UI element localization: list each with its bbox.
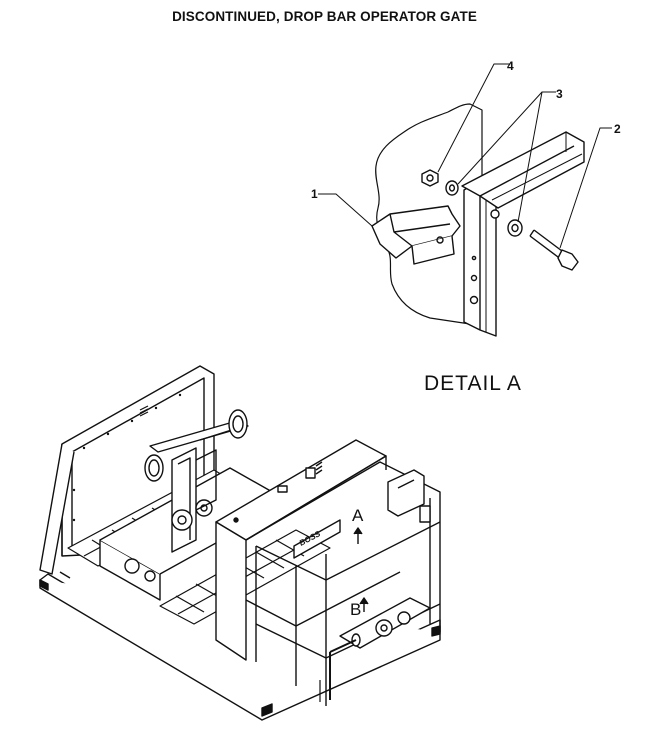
view-marker-b: B [350, 600, 361, 619]
arm-disc-right [228, 409, 248, 439]
lower-gear-2 [397, 611, 411, 625]
callout-3: 3 [556, 87, 563, 101]
hex-nut [421, 169, 439, 187]
vent-slots [139, 405, 149, 417]
detail-a-view [318, 63, 612, 337]
arm-disc-left [144, 454, 164, 482]
feet [39, 579, 441, 717]
operator-tower [144, 409, 249, 553]
callout-4: 4 [507, 59, 514, 73]
motor-box [387, 469, 425, 517]
drive-gear-1 [171, 509, 193, 531]
bracket [371, 205, 461, 259]
drive-gear-2 [195, 499, 213, 517]
callout-1: 1 [311, 187, 318, 201]
page-title: DISCONTINUED, DROP BAR OPERATOR GATE [172, 9, 477, 24]
detail-a-label: DETAIL A [424, 372, 522, 395]
leader-lines [318, 63, 612, 249]
end-brace [39, 443, 75, 575]
view-marker-a: A [352, 506, 364, 525]
callout-2: 2 [614, 122, 621, 136]
washer-right [507, 219, 523, 237]
logo-plate [293, 519, 341, 559]
rivets [72, 393, 182, 522]
gate-assembly-view: BOSS [39, 365, 441, 721]
hex-bolt [529, 229, 579, 271]
lower-gear-1 [375, 619, 393, 637]
control-cabinet [215, 439, 387, 661]
front-cage: BOSS [245, 461, 441, 706]
washer-left [445, 180, 459, 196]
rail-nut [490, 209, 500, 219]
